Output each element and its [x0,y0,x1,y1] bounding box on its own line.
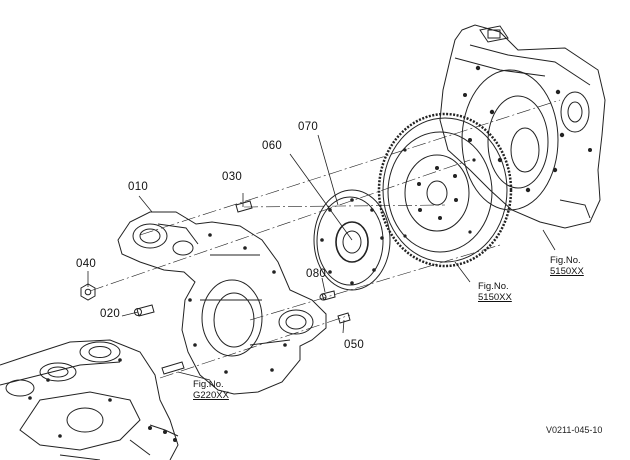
ref-flywheel: Fig.No. 5150XX [478,281,512,303]
ref-engine: Fig.No. G220XX [193,379,229,401]
label-060: 060 [262,140,283,152]
label-050: 050 [344,339,365,351]
flywheel-housing-ref [439,24,606,229]
bolt-080 [319,290,336,301]
label-080: 080 [306,268,327,280]
ref-flywheel-housing: Fig.No. 5150XX [550,255,584,277]
engine-block-ref [0,339,179,460]
ref-code: 5150XX [550,266,584,277]
bolt-020 [134,304,155,317]
ref-prefix: Fig.No. [193,379,224,390]
label-010: 010 [128,181,149,193]
assembly-axis-lines [89,99,561,379]
label-020: 020 [100,308,121,320]
ref-prefix: Fig.No. [550,255,581,266]
nut-040 [80,283,96,301]
coupling-plate [313,189,391,291]
housing-010 [117,211,327,395]
ref-prefix: Fig.No. [478,281,509,292]
label-070: 070 [298,121,319,133]
pin-050 [337,312,351,324]
flywheel-ref [377,112,513,268]
document-id: V0211-045-10 [546,425,603,435]
ref-code: 5150XX [478,292,512,303]
label-030: 030 [222,171,243,183]
bolt-030 [235,200,253,213]
leader-lines [87,134,556,381]
stud-bolt [161,361,185,375]
ref-code: G220XX [193,390,229,401]
label-040: 040 [76,258,97,270]
